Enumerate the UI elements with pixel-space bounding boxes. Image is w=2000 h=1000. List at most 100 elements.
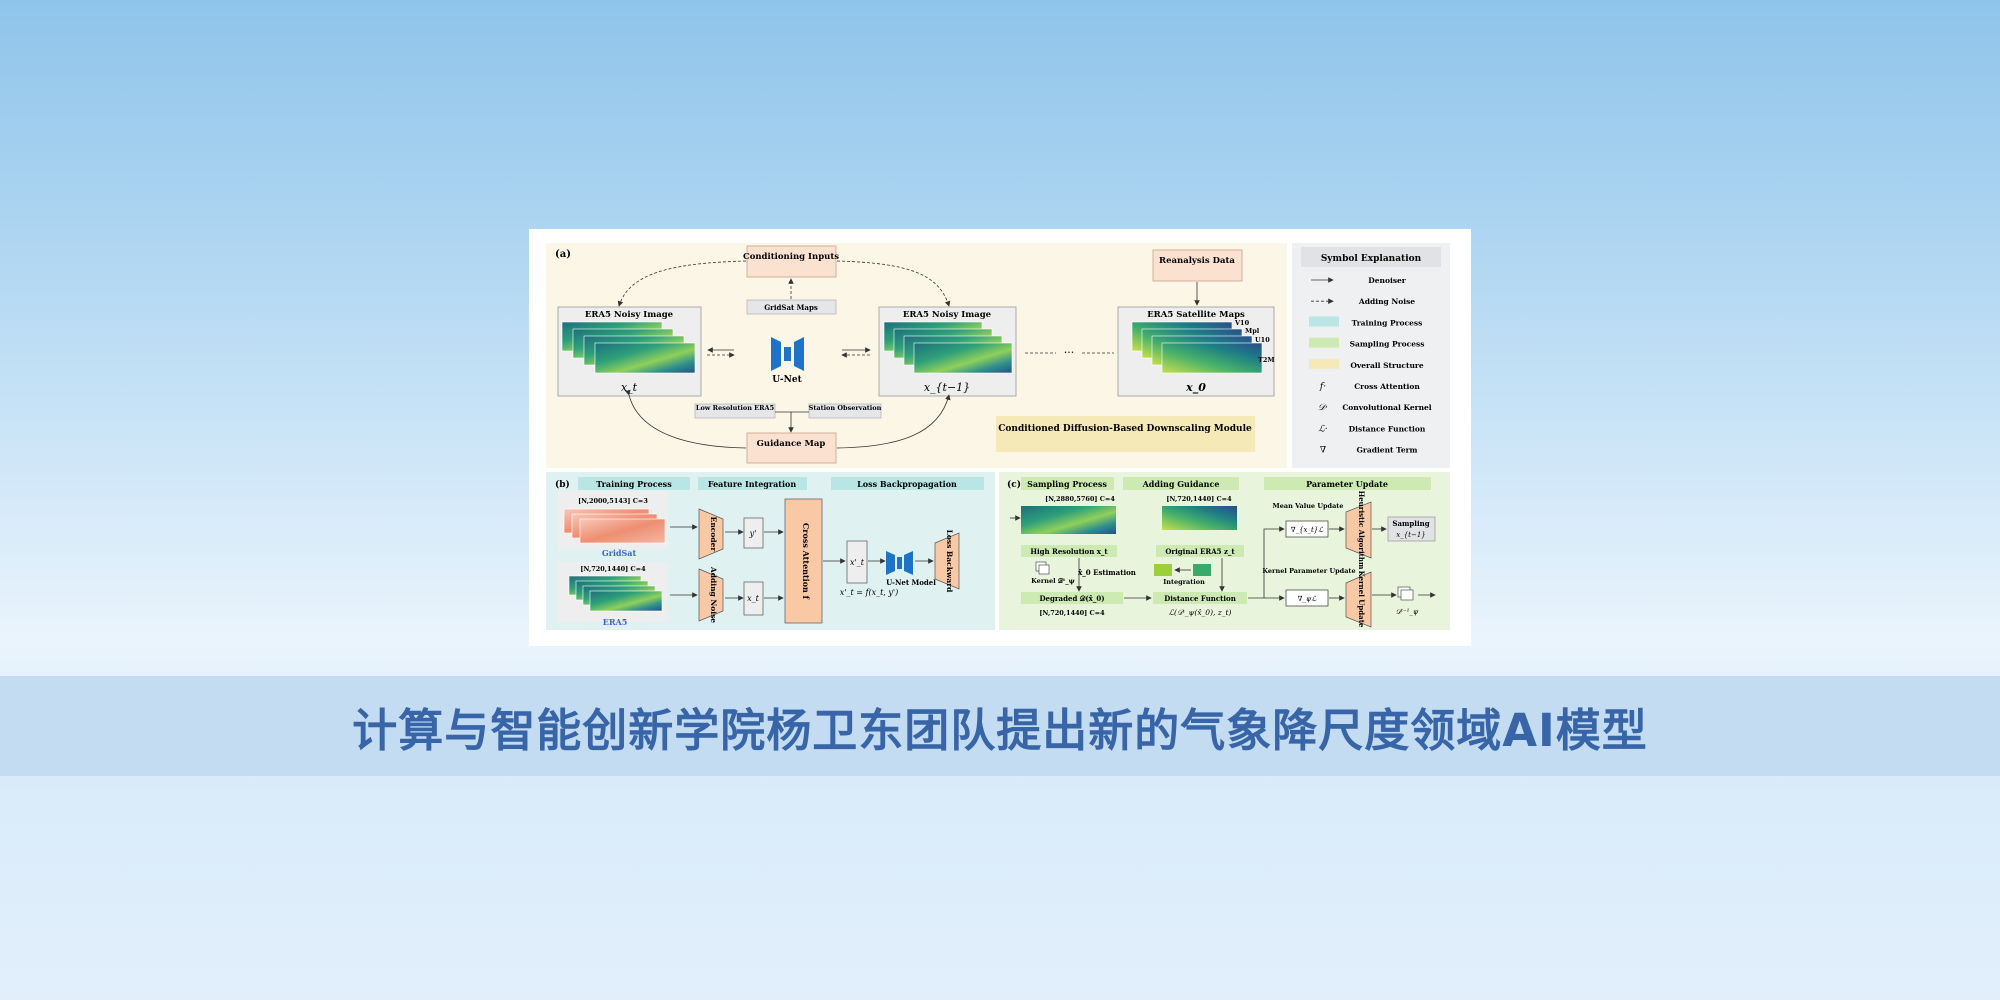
tab-loss-backpropagation-label: Loss Backpropagation — [857, 479, 957, 489]
gridsat-map-layer — [579, 518, 666, 544]
y-prime-box — [743, 517, 764, 549]
legend-symbol: ℒ· — [1318, 424, 1327, 434]
method-diagram: (a) Conditioning Inputs GridSat Maps Rea… — [546, 243, 1450, 630]
var-u10: U10 — [1255, 336, 1270, 344]
sampling-var-label: x_{t−1} — [1396, 531, 1426, 539]
legend-swatch — [1309, 316, 1339, 327]
distance-function-label: Distance Function — [1164, 594, 1236, 603]
conditioning-to-xt1-arrow — [836, 260, 951, 307]
tab-training-process — [578, 477, 690, 490]
legend-symbol: ∇ — [1320, 446, 1326, 456]
guidance-map-box — [746, 432, 837, 464]
unet-icon-right — [794, 337, 804, 371]
distance-to-mean-arrow — [1248, 526, 1285, 599]
kernel-icon-back — [1038, 564, 1050, 575]
gridsat-maps-box — [746, 299, 837, 315]
era5-noisy-image-label-2: ERA5 Noisy Image — [903, 310, 992, 320]
orig-shape: [N,720,1440] C=4 — [1166, 495, 1232, 503]
tab-training-process-label: Training Process — [596, 479, 672, 489]
xt-label: x_t — [621, 381, 638, 394]
legend-label: Convolutional Kernel — [1342, 403, 1431, 412]
hr-shape: [N,2880,5760] C=4 — [1045, 495, 1115, 503]
x-t-prime-label: x'_t — [850, 558, 865, 567]
x0-label: x_0 — [1185, 381, 1206, 395]
var-t2m: T2M — [1258, 356, 1275, 364]
noisy-map-layer — [913, 342, 1013, 374]
kernel-param-update-label: Kernel Parameter Update — [1262, 567, 1355, 575]
high-res-map — [1021, 506, 1116, 534]
kernel-update-label: Kernel Update — [1357, 571, 1366, 628]
legend-label: Distance Function — [1349, 424, 1426, 433]
var-mpl: Mpl — [1245, 327, 1260, 335]
method-figure: (a) Conditioning Inputs GridSat Maps Rea… — [529, 229, 1471, 646]
high-resolution-label: High Resolution x_t — [1030, 547, 1108, 556]
loss-backward-label: Loss Backward — [945, 530, 954, 594]
legend-label: Cross Attention — [1354, 382, 1420, 391]
legend-label: Training Process — [1352, 318, 1423, 327]
adding-noise-block — [698, 568, 724, 622]
legend-label: Gradient Term — [1357, 446, 1418, 455]
noisy-map-layer — [594, 342, 696, 374]
encoder-block — [698, 508, 724, 560]
era5-map-layer — [589, 590, 663, 612]
mean-value-update-label: Mean Value Update — [1273, 502, 1344, 510]
legend-title-box — [1301, 247, 1441, 267]
legend-label: Sampling Process — [1350, 340, 1425, 349]
station-observation-box — [808, 403, 882, 419]
unet-model-icon-right — [904, 551, 913, 575]
era5-satellite-maps-label: ERA5 Satellite Maps — [1147, 310, 1245, 320]
x-t-prime-box — [846, 540, 868, 584]
panel-a-label: (a) — [555, 249, 571, 260]
satellite-map-layer — [1161, 342, 1263, 374]
tab-parameter-update — [1264, 477, 1431, 490]
legend-swatch — [1309, 337, 1339, 348]
heuristic-algorithm-block — [1345, 501, 1372, 559]
reanalysis-data-label: Reanalysis Data — [1159, 256, 1235, 266]
unet-model-icon — [886, 551, 895, 575]
gridsat-maps-label: GridSat Maps — [764, 303, 818, 312]
tab-adding-guidance — [1123, 477, 1239, 490]
distance-formula: ℒ(𝒟ᵗ_ψ(x̂_0), z_t) — [1169, 608, 1232, 617]
legend-label: Adding Noise — [1358, 297, 1415, 306]
distance-function-box — [1153, 592, 1247, 604]
low-res-era5-label: Low Resolution ERA5 — [696, 404, 775, 412]
legend-swatch — [1309, 358, 1339, 369]
y-prime-label: y' — [749, 529, 757, 538]
heuristic-algorithm-label: Heuristic Algorithm — [1357, 491, 1366, 570]
legend-label: Overall Structure — [1350, 361, 1424, 370]
unet-icon — [771, 337, 781, 371]
tab-sampling-process — [1021, 477, 1114, 490]
unet-model-label: U-Net Model — [886, 578, 936, 587]
high-resolution-box — [1021, 545, 1117, 557]
grad-mean-box — [1285, 520, 1329, 538]
kernel-label: Kernel 𝒟ᵗ_ψ — [1031, 577, 1075, 585]
module-title: Conditioned Diffusion-Based Downscaling … — [998, 424, 1252, 434]
var-v10: V10 — [1234, 319, 1250, 327]
gridsat-label: GridSat — [602, 548, 637, 558]
tab-feature-integration — [698, 477, 807, 490]
unet-icon-bottleneck — [784, 347, 791, 361]
tab-adding-guidance-label: Adding Guidance — [1142, 479, 1220, 489]
x-t-label: x_t — [747, 594, 760, 603]
era5-label: ERA5 — [603, 617, 628, 627]
next-kernel-icon-back — [1400, 589, 1414, 601]
cross-attention-block — [784, 498, 823, 624]
guidance-to-xt-arrow — [625, 389, 747, 449]
tab-feature-integration-label: Feature Integration — [708, 479, 797, 489]
original-era5-map — [1162, 506, 1237, 530]
degraded-label: Degraded 𝒟(x̂_0) — [1039, 594, 1104, 603]
headline: 计算与智能创新学院杨卫东团队提出新的气象降尺度领域AI模型 — [352, 704, 1648, 757]
original-era5-label: Original ERA5 z_t — [1165, 547, 1235, 556]
gridsat-shape: [N,2000,5143] C=3 — [578, 497, 648, 505]
integration-label: Integration — [1163, 578, 1205, 586]
module-title-box — [996, 416, 1255, 452]
kernel-update-block — [1345, 571, 1372, 628]
ellipsis: ··· — [1064, 346, 1075, 359]
x0-estimation-label: x̂_0 Estimation — [1078, 568, 1136, 577]
panel-c-label: (c) — [1007, 479, 1021, 490]
legend-symbol: 𝒟· — [1318, 403, 1328, 413]
xt-minus-1-label: x_{t−1} — [924, 381, 970, 394]
panel-b-label: (b) — [555, 479, 570, 490]
conditioning-inputs-label: Conditioning Inputs — [743, 252, 839, 262]
